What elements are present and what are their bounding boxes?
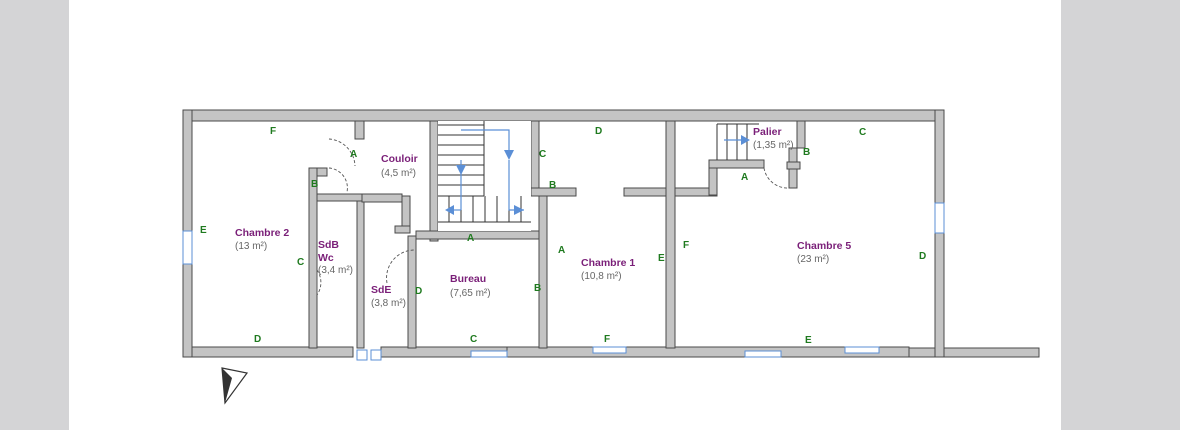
wall-label: A <box>467 233 474 244</box>
room-name: Couloir <box>381 153 418 165</box>
wall-label: A <box>741 172 748 183</box>
wall-label: C <box>859 127 866 138</box>
wall-label: D <box>415 286 422 297</box>
floor-plan-page: Couloir (4,5 m²) Chambre 2 (13 m²) SdB W… <box>69 0 1061 430</box>
room-name: Chambre 1 <box>581 257 635 269</box>
wall-label: D <box>595 126 602 137</box>
room-name: SdE <box>371 284 391 296</box>
room-sde: SdE (3,8 m²) <box>371 284 406 309</box>
wall-labels: F E D C B A C B A D B C D A E F B A C F … <box>200 126 926 346</box>
room-couloir: Couloir (4,5 m²) <box>381 153 418 179</box>
wall-label: F <box>270 126 276 137</box>
floor-plan: Couloir (4,5 m²) Chambre 2 (13 m²) SdB W… <box>182 109 1040 405</box>
wall-label: B <box>803 147 810 158</box>
room-area: (3,8 m²) <box>371 298 406 309</box>
wall-label: B <box>311 179 318 190</box>
wall-label: E <box>658 253 665 264</box>
room-name: Bureau <box>450 273 486 285</box>
wall-label: C <box>539 149 546 160</box>
windows <box>182 202 945 361</box>
wall-label: B <box>534 283 541 294</box>
room-chambre-2: Chambre 2 (13 m²) <box>235 227 289 252</box>
staircase-left <box>438 121 531 231</box>
room-area: (23 m²) <box>797 254 829 265</box>
wall-label: C <box>297 257 304 268</box>
room-area: (7,65 m²) <box>450 288 491 299</box>
room-chambre-1: Chambre 1 (10,8 m²) <box>581 257 635 282</box>
wall-label: A <box>558 245 565 256</box>
staircase-right <box>716 123 759 160</box>
wall-label: E <box>200 225 207 236</box>
room-chambre-5: Chambre 5 (23 m²) <box>797 240 851 265</box>
wall-label: B <box>549 180 556 191</box>
wall-label: F <box>683 240 689 251</box>
room-area: (1,35 m²) <box>753 140 794 151</box>
wall-label: D <box>919 251 926 262</box>
room-area: (10,8 m²) <box>581 271 622 282</box>
room-area: (3,4 m²) <box>318 265 353 276</box>
room-area: (4,5 m²) <box>381 168 416 179</box>
walls <box>182 109 1040 358</box>
room-palier: Palier (1,35 m²) <box>753 126 794 151</box>
wall-label: A <box>350 149 357 160</box>
room-name: Chambre 5 <box>797 240 851 252</box>
wall-label: F <box>604 334 610 345</box>
north-arrow-icon <box>221 367 249 405</box>
room-name-2: Wc <box>318 252 334 264</box>
room-name: SdB <box>318 239 339 251</box>
wall-label: E <box>805 335 812 346</box>
room-sdb-wc: SdB Wc (3,4 m²) <box>318 239 353 276</box>
room-name: Chambre 2 <box>235 227 289 239</box>
wall-label: C <box>470 334 477 345</box>
room-name: Palier <box>753 126 782 138</box>
room-bureau: Bureau (7,65 m²) <box>450 273 491 299</box>
doors <box>316 138 790 296</box>
room-area: (13 m²) <box>235 241 267 252</box>
wall-label: D <box>254 334 261 345</box>
